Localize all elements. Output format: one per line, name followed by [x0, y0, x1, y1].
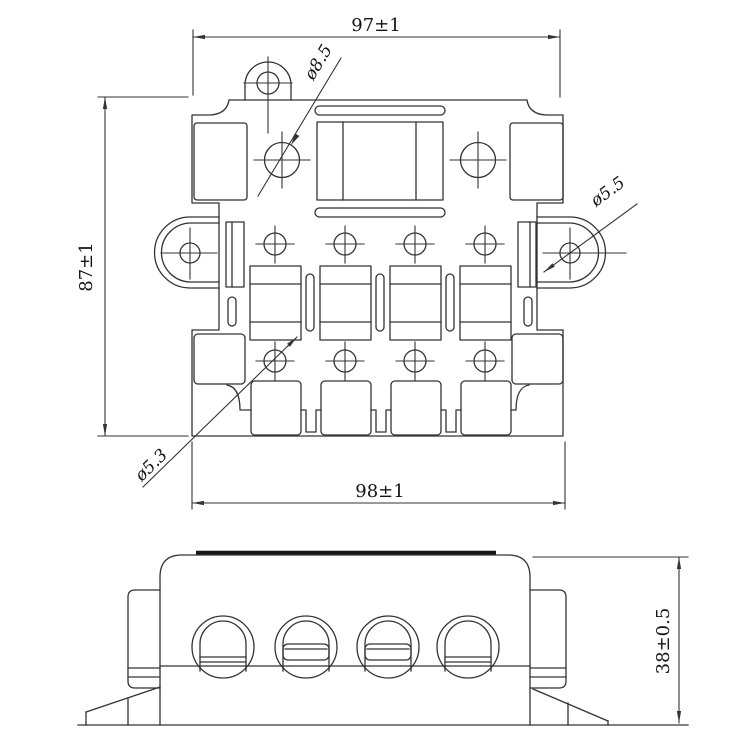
dimension-top-width: 97±1 [192, 15, 561, 98]
callout-side-ear-hole-label: ø5.5 [586, 173, 629, 212]
callout-terminal-hole: ø5.3 [130, 336, 298, 488]
corner-block-bottom-left [193, 333, 246, 385]
mounting-ear-left [153, 216, 220, 289]
terminal-port-3 [356, 615, 420, 679]
mount-hole-left [253, 131, 311, 189]
corner-block-top-left [193, 122, 248, 201]
corner-block-top-right [509, 122, 564, 201]
side-slot-right [523, 296, 533, 327]
center-connector [314, 105, 446, 218]
dimension-front-height: 38±0.5 [532, 556, 689, 724]
base-foot-right [532, 688, 609, 726]
fuse-position-3 [389, 225, 442, 381]
front-tab-right [529, 589, 567, 689]
terminal-port-1 [191, 615, 255, 679]
dim-top-width-label: 97±1 [351, 15, 400, 36]
body-outline [191, 99, 564, 437]
corner-block-bottom-right [511, 333, 564, 385]
front-body-outline [159, 554, 531, 726]
divider-slot-3 [445, 273, 455, 332]
bottom-tab-4 [460, 380, 512, 436]
mounting-ear-right [536, 216, 627, 289]
bottom-tab-1 [250, 380, 302, 436]
side-rail-left [225, 221, 245, 327]
divider-slot-1 [305, 273, 315, 332]
side-slot-left [227, 296, 237, 327]
mount-hole-right [449, 131, 507, 189]
top-mounting-tab [243, 56, 293, 134]
dim-left-height-label: 87±1 [76, 242, 97, 291]
callout-terminal-hole-label: ø5.3 [130, 445, 171, 486]
connector-housing [316, 121, 444, 201]
side-rail-right [517, 221, 537, 327]
front-tab-left [127, 589, 161, 689]
fuse-position-4 [459, 225, 512, 381]
dim-front-height-label: 38±0.5 [653, 608, 674, 675]
connector-slot-top [314, 105, 446, 116]
fuse-position-2 [319, 225, 372, 381]
dim-bottom-width-label: 98±1 [355, 481, 404, 502]
bottom-edge-detail [226, 384, 530, 433]
fuse-position-1 [249, 225, 302, 381]
divider-slot-2 [375, 273, 385, 332]
connector-slot-bottom [314, 207, 446, 218]
dimension-bottom-width: 98±1 [191, 441, 566, 510]
terminal-port-2 [274, 615, 338, 679]
top-view [153, 56, 627, 437]
bottom-tab-2 [320, 380, 372, 436]
base-foot-left [85, 686, 161, 726]
bottom-tab-3 [390, 380, 442, 436]
callout-top-mount-hole-label: ø8.5 [300, 41, 337, 84]
terminal-port-4 [436, 615, 500, 679]
front-view [77, 550, 689, 726]
dimension-left-height: 87±1 [76, 96, 189, 437]
